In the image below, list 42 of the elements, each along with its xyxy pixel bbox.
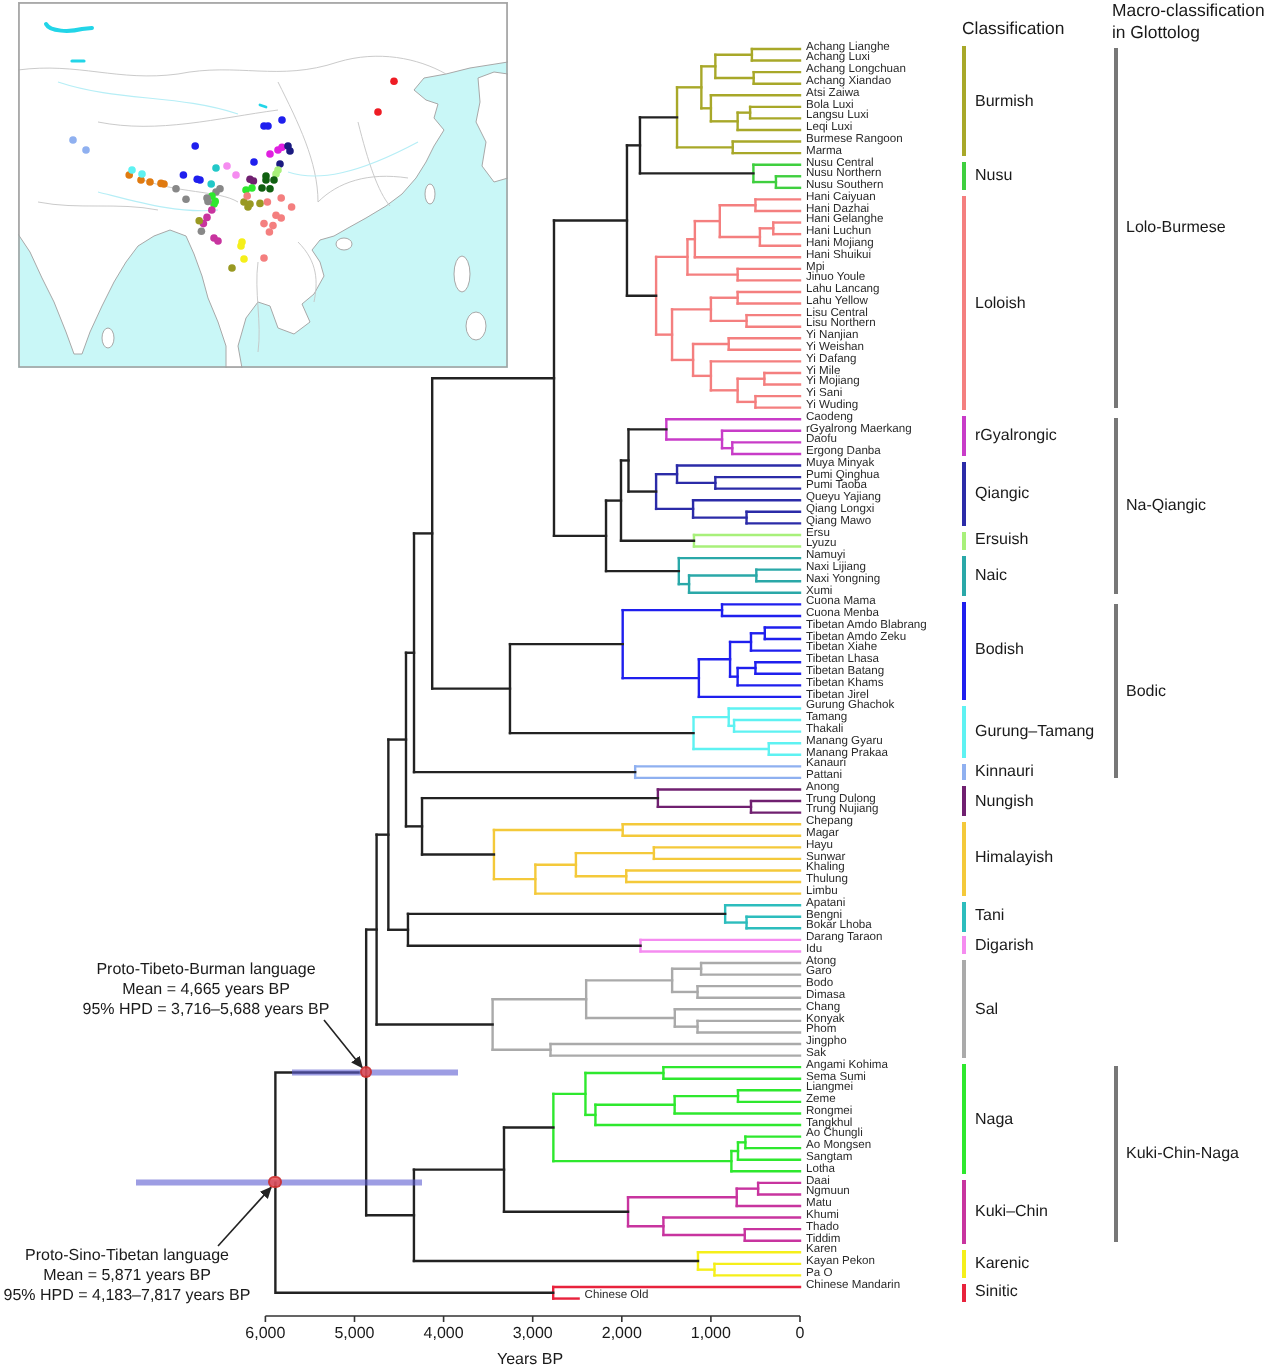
annotation-text: Proto-Sino-Tibetan language: [25, 1246, 229, 1266]
clade-name: Bodic: [1126, 681, 1167, 702]
clade-name: Na-Qiangic: [1126, 496, 1207, 516]
clade-name: Naic: [975, 565, 1008, 586]
annotation-text: Mean = 4,665 years BP: [122, 980, 290, 1000]
clade-name: rGyalrongic: [975, 426, 1057, 447]
clade-name: Nusu: [975, 166, 1013, 187]
clade-name: Kinnauri: [975, 762, 1034, 783]
column-heading: Macro-classification in Glottolog: [1112, 0, 1267, 42]
clade-name: Karenic: [975, 1253, 1030, 1274]
axis-title: Years BP: [496, 1350, 564, 1370]
clade-name: Nungish: [975, 791, 1034, 812]
clade-name: Naga: [975, 1109, 1014, 1130]
annotation-text: Mean = 5,871 years BP: [43, 1266, 211, 1286]
axis-tick-label: 3,000: [512, 1324, 553, 1344]
annotation-text: 95% HPD = 3,716–5,688 years BP: [82, 1000, 330, 1020]
clade-name: Sinitic: [975, 1282, 1018, 1303]
clade-name: Digarish: [975, 935, 1034, 956]
clade-name: Bodish: [975, 640, 1024, 661]
clade-name: Sal: [975, 999, 999, 1020]
clade-name: Tani: [975, 906, 1005, 927]
annotation-text: Proto-Tibeto-Burman language: [96, 960, 316, 980]
annotation-text: 95% HPD = 4,183–7,817 years BP: [3, 1286, 251, 1306]
clade-name: Loloish: [975, 293, 1026, 314]
arrow: [217, 1186, 272, 1247]
axis-tick-label: 0: [795, 1324, 805, 1344]
clade-name: Lolo-Burmese: [1126, 218, 1226, 239]
clade-name: Himalayish: [975, 848, 1054, 869]
arrow: [323, 1019, 363, 1069]
axis-tick-label: 6,000: [245, 1324, 286, 1344]
clade-name: Burmish: [975, 91, 1034, 112]
axis-tick-label: 2,000: [601, 1324, 642, 1344]
clade-name: Kuki–Chin: [975, 1201, 1048, 1222]
clade-name: Kuki-Chin-Naga: [1126, 1143, 1239, 1164]
axis-tick-label: 5,000: [334, 1324, 375, 1344]
axis-tick-label: 1,000: [690, 1324, 731, 1344]
axis-tick-label: 4,000: [423, 1324, 464, 1344]
clade-name: Gurung–Tamang: [975, 721, 1095, 742]
column-heading: Classification: [962, 18, 1065, 40]
clade-name: Qiangic: [975, 484, 1030, 505]
branch-line: [274, 1071, 360, 1177]
clade-name: Ersuish: [975, 530, 1029, 551]
